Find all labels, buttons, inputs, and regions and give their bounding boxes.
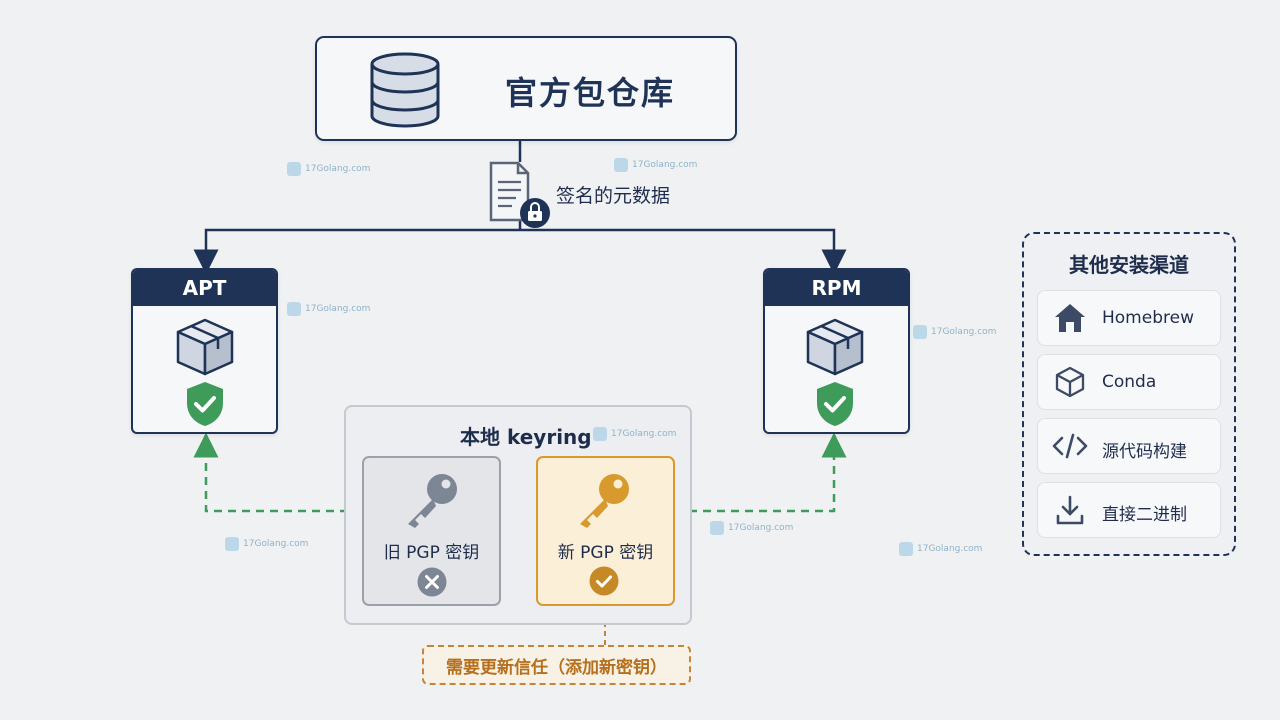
signed-document-icon [489,161,550,228]
new-key-label: 新 PGP 密钥 [557,543,654,563]
watermark: 17Golang.com [913,325,996,339]
check-circle-icon [589,566,619,596]
database-icon [370,52,440,128]
watermark: 17Golang.com [225,537,308,551]
channel-conda-label: Conda [1102,372,1157,392]
channel-direct-binary-label: 直接二进制 [1102,505,1187,525]
package-box-icon [176,318,234,376]
new-key-icon [580,474,629,528]
cube-icon [1055,366,1085,398]
package-box-icon [806,318,864,376]
old-key-to-apt-arrow [193,432,362,513]
repository-title: 官方包仓库 [505,74,676,112]
rpm-title: RPM [765,270,908,306]
old-key-icon [408,474,457,528]
watermark: 17Golang.com [710,521,793,535]
watermark: 17Golang.com [287,302,370,316]
shield-check-icon [817,382,853,426]
code-brackets-icon [1052,433,1088,459]
watermark: 17Golang.com [287,162,370,176]
watermark: 17Golang.com [593,427,676,441]
new-key-to-rpm-arrow [675,432,847,513]
shield-check-icon [187,382,223,426]
other-channels-title: 其他安装渠道 [1069,253,1189,277]
x-circle-icon [417,567,447,597]
channel-source-build-label: 源代码构建 [1102,442,1187,462]
metadata-to-rpm-arrow [520,228,847,275]
download-icon [1056,495,1084,525]
trust-update-note: 需要更新信任（添加新密钥） [422,645,691,685]
old-key-label: 旧 PGP 密钥 [383,543,480,563]
channel-homebrew-label: Homebrew [1102,308,1194,328]
watermark: 17Golang.com [614,158,697,172]
signed-metadata-label: 签名的元数据 [556,185,671,207]
keyring-title: 本地 keyring [460,425,592,449]
watermark: 17Golang.com [899,542,982,556]
metadata-to-apt-arrow [193,228,520,275]
house-icon [1055,304,1085,332]
channel-source-build [1037,418,1221,474]
apt-title: APT [133,270,276,306]
